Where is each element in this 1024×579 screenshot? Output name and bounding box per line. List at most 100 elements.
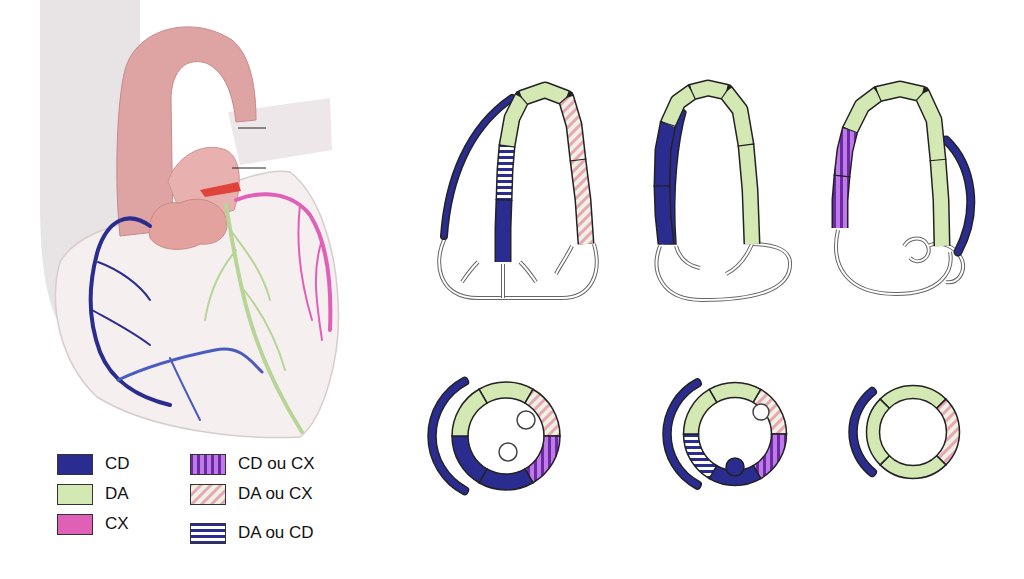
wall-segment: [922, 94, 938, 160]
wall-segment: [746, 145, 752, 244]
chamber-outline: [657, 244, 790, 300]
legend-text: DA ou CD: [238, 522, 314, 544]
wall-segment: [850, 94, 878, 130]
chamber-outline: [556, 246, 572, 274]
wall-segment: [726, 92, 746, 145]
aortic-root: [149, 199, 227, 249]
legend-item: DA: [57, 483, 129, 505]
chamber-outline: [657, 244, 790, 300]
wall-segment: [504, 146, 507, 200]
segment-divider: [930, 159, 947, 160]
wall-segment: [566, 98, 578, 160]
apical-two-chamber: [654, 84, 791, 300]
rca-branch: [92, 310, 150, 345]
segment-divider: [499, 145, 516, 147]
right-coronary: [91, 218, 170, 405]
wall-segment: [507, 98, 522, 146]
atrial-band: [200, 182, 241, 197]
wall-segment: [709, 383, 761, 403]
wall-segment: [525, 436, 560, 483]
legend-swatch: [190, 454, 226, 475]
legend-swatch-fill: [191, 523, 226, 543]
wall-segment: [522, 90, 566, 98]
segment-divider: [660, 121, 676, 126]
wall-segment: [867, 399, 890, 465]
legend-item: CD: [57, 453, 130, 475]
legend-swatch: [57, 484, 93, 505]
cx-branch: [299, 205, 313, 320]
chamber-outline: [676, 244, 752, 274]
segment-divider: [842, 127, 858, 133]
wall-segment: [479, 469, 533, 490]
wall-segment: [452, 436, 487, 483]
wall-segment: [578, 160, 586, 244]
segment-divider: [496, 199, 513, 201]
wall-segment: [880, 386, 946, 409]
chamber-outline: [439, 236, 596, 298]
wall-segment: [753, 389, 786, 434]
chamber-outline: [502, 264, 504, 298]
chamber-outline: [501, 264, 505, 298]
wall-segment: [503, 200, 504, 262]
wall-segment: [938, 160, 942, 246]
segment-divider: [654, 185, 671, 186]
wall-segment: [662, 186, 666, 244]
wall-outline: [503, 90, 586, 262]
lad-branch: [244, 290, 285, 370]
chamber-outline: [439, 236, 596, 298]
legend-text: DA: [105, 483, 129, 505]
heart-body: [56, 171, 339, 437]
chamber-outline: [462, 262, 536, 282]
wall-segment: [878, 89, 922, 94]
chamber-outline: [556, 246, 572, 274]
heart-drawing: [40, 0, 339, 438]
legend-swatch: [57, 514, 93, 535]
papillary-muscle: [753, 404, 769, 420]
chamber-outline: [462, 262, 536, 282]
apical-three-chamber: [834, 86, 971, 294]
legend-text: CD ou CX: [238, 453, 315, 475]
short-axis-view: [849, 386, 959, 479]
wall-outline: [662, 88, 752, 244]
apical-four-chamber: [439, 90, 596, 298]
segment-divider: [559, 93, 572, 104]
legend-swatch: [190, 523, 226, 544]
segment-divider: [688, 84, 695, 99]
lad-branch: [205, 250, 236, 320]
short-axis-view: [428, 377, 560, 495]
wall-segment: [452, 389, 487, 436]
wall-segment: [880, 456, 946, 479]
wall-segment: [684, 434, 717, 479]
wall-segment: [753, 434, 786, 479]
wall-segment: [479, 382, 533, 403]
lad-branch: [232, 232, 270, 300]
wall-segment: [684, 389, 717, 434]
rca-branch: [98, 262, 150, 300]
legend-swatch-fill: [191, 454, 226, 474]
wall-segment: [937, 399, 960, 465]
cx-branch: [316, 240, 322, 340]
segment-divider: [875, 86, 882, 102]
papillary-muscle: [726, 458, 744, 476]
wall-segment: [842, 130, 850, 176]
wall-segment: [668, 92, 692, 124]
leader-line: [232, 168, 266, 169]
segment-divider: [721, 85, 731, 99]
anterior-descending: [226, 205, 302, 432]
wall-outline: [840, 89, 942, 246]
legend-text: DA ou CX: [238, 483, 313, 505]
legend-text: CD: [105, 453, 130, 475]
legend-swatch: [190, 484, 226, 505]
segment-divider: [834, 175, 851, 177]
short-axis-view: [663, 379, 787, 489]
segment-divider: [570, 159, 587, 161]
rca-branch: [118, 349, 262, 380]
legend-item: DA ou CX: [190, 483, 313, 505]
wall-segment: [662, 124, 668, 186]
rca-branch: [170, 358, 200, 420]
wall-segment: [692, 88, 726, 92]
chamber-outline: [676, 244, 752, 274]
papillary-muscle: [517, 411, 535, 429]
legend-item: DA ou CD: [190, 522, 314, 544]
